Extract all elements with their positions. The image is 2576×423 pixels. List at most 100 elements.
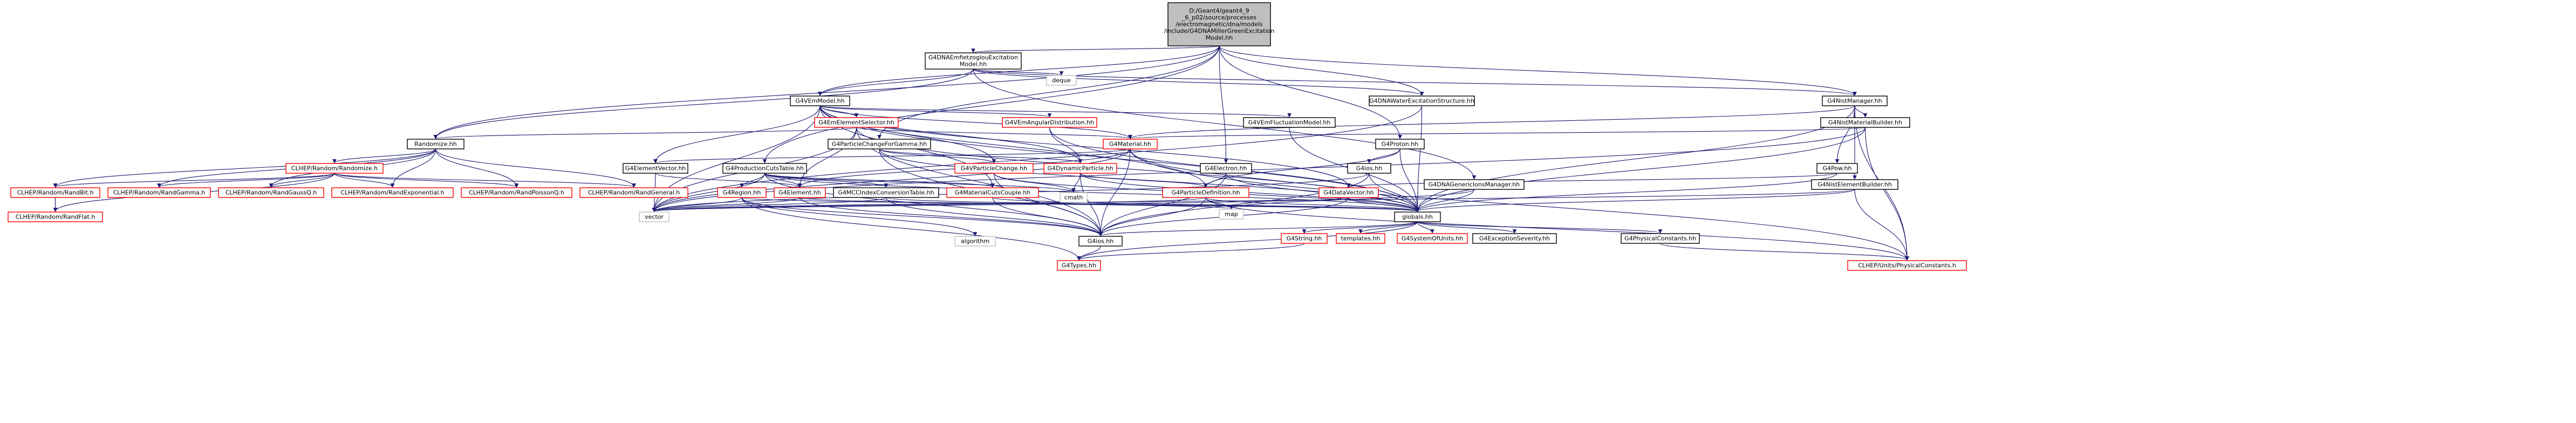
node-label: Model.hh (1206, 34, 1233, 41)
node-root[interactable]: D:/Geant4/geant4_9_6_p02/source/processe… (1164, 2, 1275, 46)
node-label: G4PhysicalConstants.hh (1624, 235, 1696, 242)
edge-g4particledefinition-to-physicalconstants (1205, 197, 1909, 261)
node-g4systemofunits[interactable]: G4SystemOfUnits.hh (1397, 233, 1468, 244)
node-randomize[interactable]: Randomize.hh (407, 139, 464, 149)
node-label: G4VEmModel.hh (795, 97, 844, 104)
node-g4mccindexconversiontable[interactable]: G4MCCIndexConversionTable.hh (833, 187, 939, 198)
edge-g4nistmanager-to-globals (1415, 105, 1855, 212)
edge-g4material-to-vector (652, 148, 1131, 212)
node-g4dnagenericionsmanager[interactable]: G4DNAGenericIonsManager.hh (1424, 179, 1525, 190)
node-label: G4DNAEmfietzoglouExcitation (928, 54, 1018, 61)
node-label: G4Types.hh (1062, 262, 1096, 269)
node-randexponential[interactable]: CLHEP/Random/RandExponential.h (331, 187, 454, 198)
node-label: deque (1052, 77, 1071, 84)
node-randgeneral[interactable]: CLHEP/Random/RandGeneral.h (579, 187, 688, 198)
node-globals[interactable]: globals.hh (1394, 212, 1441, 222)
node-box (1162, 187, 1249, 198)
edge-g4proton-to-g4ios (1367, 148, 1400, 163)
node-box (774, 187, 826, 198)
node-algorithm[interactable]: algorithm (954, 236, 996, 247)
node-g4vemfluctuationmodel[interactable]: G4VEmFluctuationModel.hh (1243, 117, 1336, 128)
node-box (1621, 233, 1700, 244)
node-box (1369, 95, 1475, 106)
edge-clhep_randomize-to-randexponential (334, 173, 395, 188)
node-g4types[interactable]: G4Types.hh (1057, 260, 1101, 271)
edge-g4material-to-globals (1130, 148, 1420, 212)
edge-g4material-to-g4elementvector (653, 148, 1131, 163)
node-randgaussq[interactable]: CLHEP/Random/RandGaussQ.h (218, 187, 324, 198)
node-deque[interactable]: deque (1046, 75, 1077, 86)
node-box (1167, 2, 1271, 46)
edge-g4particledefinition-to-g4ios2 (1098, 197, 1206, 236)
node-g4datavector[interactable]: G4DataVector.hh (1318, 187, 1379, 198)
node-g4dynamicparticle[interactable]: G4DynamicParticle.hh (1043, 163, 1117, 174)
edge-g4ios-to-g4ios2 (1098, 173, 1370, 236)
edge-clhep_randomize-to-randpoissonq (334, 173, 519, 188)
node-g4string[interactable]: G4String.hh (1281, 233, 1328, 244)
node-box (1002, 117, 1097, 128)
node-randgamma[interactable]: CLHEP/Random/RandGamma.h (107, 187, 211, 198)
edge-g4nistelementbuilder-to-physicalconstants (1854, 189, 1909, 261)
node-g4productioncutstable[interactable]: G4ProductionCutsTable.hh (722, 163, 807, 174)
node-g4vemangulardistribution[interactable]: G4VEmAngularDistribution.hh (1002, 117, 1097, 128)
edge-root-to-g4vemmodel (818, 45, 1220, 96)
edge-clhep_randomize-to-randbit (53, 173, 335, 188)
node-box (1375, 139, 1425, 149)
edge-g4element-to-vector (652, 197, 801, 212)
node-label: CLHEP/Random/Randomize.h (291, 165, 378, 172)
node-g4physicalconstants[interactable]: G4PhysicalConstants.hh (1621, 233, 1700, 244)
node-templates[interactable]: templates.hh (1336, 233, 1385, 244)
edge-root-to-g4dnaemfietzoglouexcitationmodel (971, 45, 1220, 53)
node-g4pow[interactable]: G4Pow.hh (1816, 163, 1858, 174)
node-g4material[interactable]: G4Material.hh (1103, 139, 1158, 149)
node-g4nistmaterialbuilder[interactable]: G4NistMaterialBuilder.hh (1820, 117, 1910, 128)
node-g4nistmanager[interactable]: G4NistManager.hh (1822, 95, 1888, 106)
edge-globals-to-g4string (1302, 221, 1418, 234)
node-g4exceptionseverity[interactable]: G4ExceptionSeverity.hh (1472, 233, 1557, 244)
edge-g4productioncutstable-to-vector (652, 173, 766, 212)
node-g4materialcutscouple[interactable]: G4MaterialCutsCouple.hh (946, 187, 1039, 198)
node-g4proton[interactable]: G4Proton.hh (1375, 139, 1425, 149)
node-g4nistelementbuilder[interactable]: G4NistElementBuilder.hh (1811, 179, 1898, 190)
node-g4vparticlechange[interactable]: G4VParticleChange.hh (954, 163, 1034, 174)
node-box (954, 163, 1034, 174)
node-g4ios[interactable]: G4ios.hh (1347, 163, 1391, 174)
edge-g4elementvector-to-g4element (655, 173, 802, 188)
node-label: _6_p02/source/processes (1181, 14, 1256, 21)
node-label: CLHEP/Random/RandBit.h (17, 189, 93, 196)
node-label: algorithm (961, 237, 989, 244)
edge-g4particledefinition-to-globals (1205, 197, 1420, 212)
node-g4electron[interactable]: G4Electron.hh (1200, 163, 1252, 174)
edge-g4electron-to-g4ios2 (1098, 173, 1227, 236)
node-label: Randomize.hh (414, 140, 457, 147)
edge-g4string-to-g4types (1077, 243, 1305, 261)
node-label: globals.hh (1402, 213, 1433, 220)
dependency-nodes: D:/Geant4/geant4_9_6_p02/source/processe… (8, 2, 1967, 271)
node-box (1424, 179, 1525, 190)
node-g4emelementselector[interactable]: G4EmElementSelector.hh (814, 117, 899, 128)
node-box (407, 139, 464, 149)
node-map[interactable]: map (1219, 209, 1244, 220)
node-g4particlechangeforgamma[interactable]: G4ParticleChangeForGamma.hh (828, 139, 931, 149)
node-g4particledefinition[interactable]: G4ParticleDefinition.hh (1162, 187, 1249, 198)
node-g4dnawaterexcitationstructure[interactable]: G4DNAWaterExcitationStructure.hh (1369, 95, 1475, 106)
node-randflat[interactable]: CLHEP/Random/RandFlat.h (8, 212, 103, 222)
node-g4vemmodel[interactable]: G4VEmModel.hh (790, 95, 850, 106)
node-label: D:/Geant4/geant4_9 (1189, 7, 1249, 14)
node-g4region[interactable]: G4Region.hh (717, 187, 767, 198)
node-physicalconstants[interactable]: CLHEP/Units/PhysicalConstants.h (1847, 260, 1967, 271)
node-label: G4Element.hh (778, 189, 821, 196)
node-randpoissonq[interactable]: CLHEP/Random/RandPoissonQ.h (461, 187, 572, 198)
edge-g4mccindexconversiontable-to-g4ios2 (885, 197, 1103, 236)
node-randbit[interactable]: CLHEP/Random/RandBit.h (10, 187, 100, 198)
node-vector[interactable]: vector (639, 212, 669, 222)
node-g4element[interactable]: G4Element.hh (774, 187, 826, 198)
edge-g4vemmodel-to-g4vparticlechange (819, 105, 996, 163)
node-cmath[interactable]: cmath (1060, 192, 1088, 203)
node-label: G4ElementVector.hh (625, 165, 686, 172)
node-label: G4DNAGenericIonsManager.hh (1429, 181, 1520, 188)
node-clhep-randomize[interactable]: CLHEP/Random/Randomize.h (285, 163, 384, 174)
node-g4elementvector[interactable]: G4ElementVector.hh (623, 163, 688, 174)
node-g4ios2[interactable]: G4ios.hh (1078, 236, 1123, 247)
